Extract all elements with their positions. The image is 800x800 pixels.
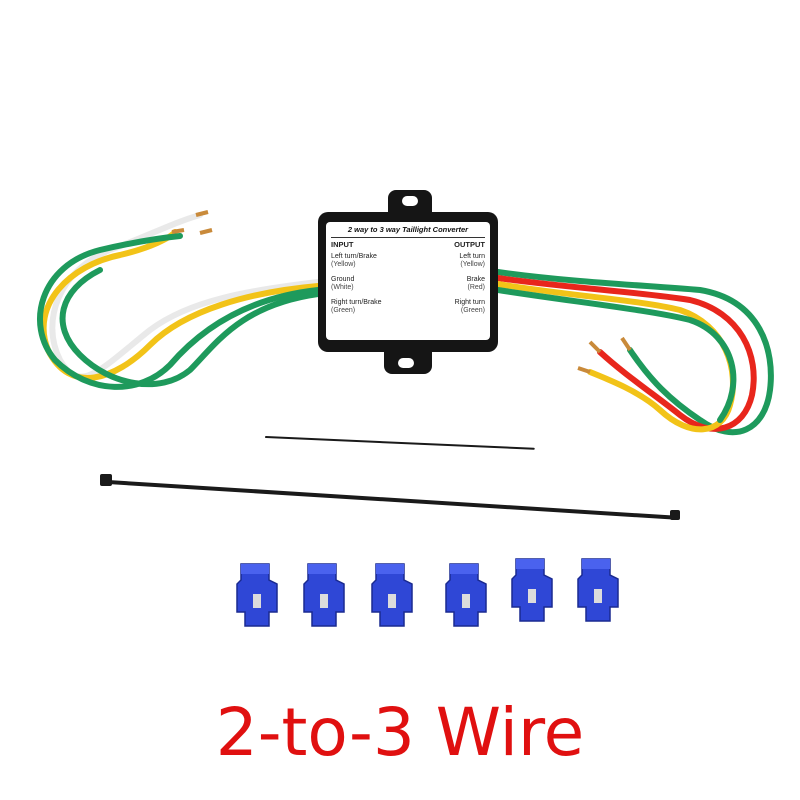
output-brake: Brake (Red) <box>467 276 485 292</box>
tip-out-red <box>588 340 602 354</box>
tip-yellow <box>171 228 185 234</box>
input-right-turn-brake: Right turn/Brake (Green) <box>331 299 382 315</box>
tap-connector <box>510 555 554 625</box>
tap-connector <box>302 560 346 630</box>
taillight-converter-box: 2 way to 3 way Taillight Converter INPUT… <box>318 190 498 374</box>
output-2-name: Right turn <box>454 299 485 306</box>
tip-white <box>195 210 209 217</box>
input-1-color: (White) <box>331 284 354 291</box>
input-0-name: Left turn/Brake <box>331 253 377 260</box>
input-2-color: (Green) <box>331 307 356 314</box>
tap-connector <box>444 560 488 630</box>
converter-title: 2 way to 3 way Taillight Converter <box>331 225 485 238</box>
cable-tie-head-right <box>670 510 680 520</box>
cable-tie-head-left <box>100 474 112 486</box>
tip-out-yellow <box>577 366 591 374</box>
output-wire-green-2 <box>495 287 737 423</box>
output-right-turn: Right turn (Green) <box>455 299 485 315</box>
output-wire-green <box>495 269 774 436</box>
output-1-name: Brake <box>466 276 485 283</box>
input-left-turn-brake: Left turn/Brake (Yellow) <box>331 253 377 269</box>
input-wire-green <box>37 233 321 390</box>
input-wire-green-2 <box>59 267 321 388</box>
output-wire-red <box>495 275 757 432</box>
product-caption: 2-to-3 Wire <box>215 694 585 771</box>
output-1-color: (Red) <box>467 284 485 291</box>
input-2-name: Right turn/Brake <box>331 299 382 306</box>
input-0-color: (Yellow) <box>331 261 356 268</box>
tap-connector <box>370 560 414 630</box>
input-header: INPUT <box>331 240 354 249</box>
converter-label: 2 way to 3 way Taillight Converter INPUT… <box>326 222 490 340</box>
output-0-name: Left turn <box>459 253 485 260</box>
tap-connector <box>576 555 620 625</box>
output-left-turn: Left turn (Yellow) <box>459 253 485 269</box>
output-header: OUTPUT <box>454 240 485 249</box>
tap-connector <box>235 560 279 630</box>
output-2-color: (Green) <box>460 307 485 314</box>
tip-out-green <box>620 336 632 352</box>
output-0-color: (Yellow) <box>460 261 485 268</box>
input-1-name: Ground <box>331 276 355 283</box>
tip-green <box>199 228 213 235</box>
input-ground: Ground (White) <box>331 276 354 292</box>
